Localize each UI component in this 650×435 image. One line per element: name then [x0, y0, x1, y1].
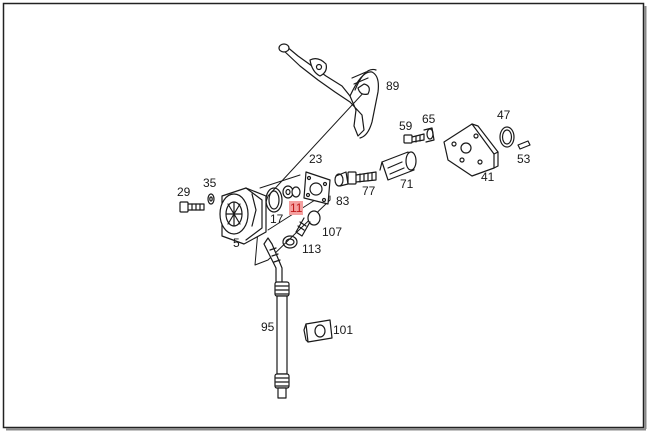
part-41-housing	[443, 123, 499, 177]
part-71-valve	[379, 151, 417, 181]
callout-89[interactable]: 89	[386, 79, 400, 93]
callout-29[interactable]: 29	[177, 185, 191, 199]
callout-107[interactable]: 107	[322, 225, 343, 239]
callout-83[interactable]: 83	[336, 194, 350, 208]
part-77-bolt	[347, 171, 377, 185]
callout-17[interactable]: 17	[270, 212, 284, 226]
part-113-seal	[282, 235, 298, 249]
callout-65[interactable]: 65	[422, 112, 436, 126]
callout-35[interactable]: 35	[203, 176, 217, 190]
part-101-clamp	[303, 319, 333, 343]
part-83-washer	[334, 171, 349, 187]
part-89-oil-pipe	[267, 43, 379, 197]
part-29-bolt	[179, 201, 205, 213]
callout-23[interactable]: 23	[309, 152, 323, 166]
callout-95[interactable]: 95	[261, 320, 275, 334]
callout-53[interactable]: 53	[517, 152, 531, 166]
part-59-bolt	[403, 133, 425, 144]
part-23-gasket	[303, 171, 331, 205]
callout-59[interactable]: 59	[399, 119, 413, 133]
callout-71[interactable]: 71	[400, 177, 414, 191]
callout-77[interactable]: 77	[362, 184, 376, 198]
callout-41[interactable]: 41	[481, 170, 495, 184]
part-53-pin	[517, 140, 531, 150]
callout-113[interactable]: 113	[302, 242, 322, 256]
part-11-ring	[282, 185, 301, 199]
part-17-oring	[265, 187, 283, 213]
part-107-bolt	[295, 210, 321, 237]
callout-101[interactable]: 101	[333, 323, 354, 337]
callout-11-highlighted[interactable]: 11	[289, 201, 304, 215]
part-65-washer	[423, 127, 435, 143]
callout-5[interactable]: 5	[233, 236, 240, 250]
part-35-washer	[207, 193, 215, 205]
part-95-hose	[263, 237, 290, 399]
part-5-pump	[219, 187, 267, 245]
callout-47[interactable]: 47	[497, 108, 511, 122]
part-47-oring	[499, 126, 515, 148]
